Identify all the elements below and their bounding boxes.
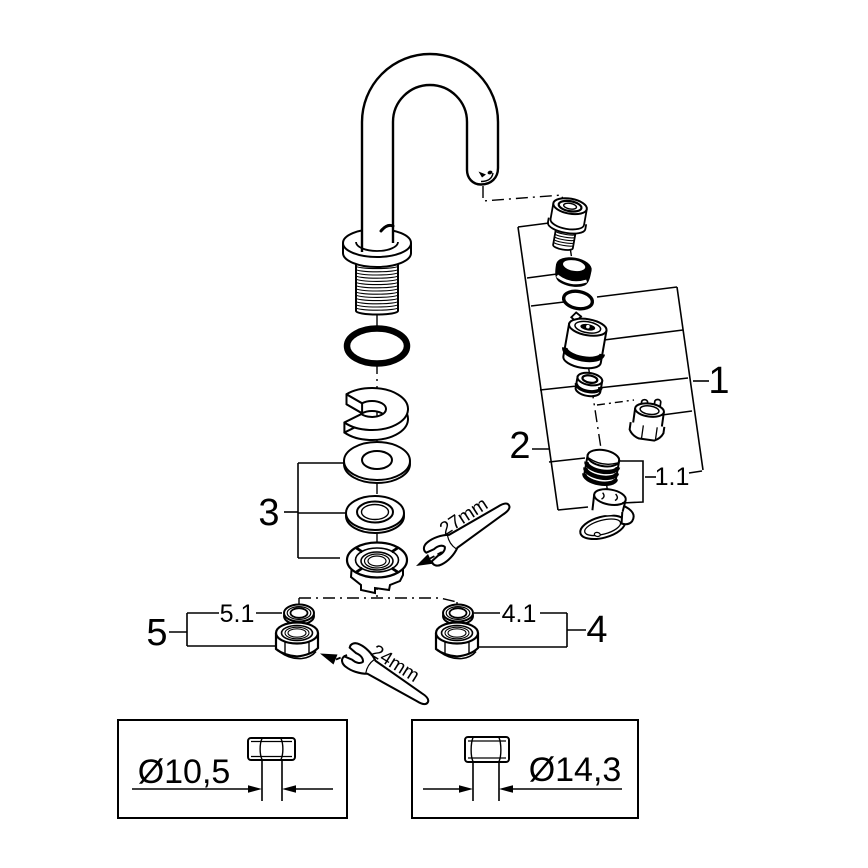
lever-handle xyxy=(579,488,635,541)
slip-washer xyxy=(343,387,409,441)
dome-seal xyxy=(555,257,592,287)
nut-5 xyxy=(274,621,320,660)
wrench-24mm-arrow xyxy=(320,653,338,665)
o-ring-small xyxy=(561,289,595,311)
lock-nut xyxy=(574,371,604,398)
bracket-5 xyxy=(169,612,282,647)
label-3: 3 xyxy=(258,492,279,534)
bracket-3 xyxy=(284,462,346,559)
nut-ribs xyxy=(355,546,399,574)
flange-hole-rim xyxy=(355,241,399,252)
cartridge xyxy=(562,311,608,370)
label-3-group: 3 xyxy=(258,462,346,559)
label-5-1: 5.1 xyxy=(220,600,255,628)
bracket-4 xyxy=(474,612,586,648)
flow-mark xyxy=(478,171,486,178)
washer-5-1 xyxy=(283,603,315,626)
label-1-1: 1.1 xyxy=(655,463,690,491)
label-5: 5 xyxy=(146,612,167,654)
spout xyxy=(342,52,500,316)
spout-thread-stub xyxy=(355,261,399,316)
spout-tube xyxy=(360,52,500,252)
dim-label-right: Ø14,3 xyxy=(529,751,622,789)
dim-box-right: Ø14,3 xyxy=(411,719,639,819)
flow-dot xyxy=(487,170,493,175)
dim-nut-left xyxy=(247,737,296,761)
dim-nut-right xyxy=(464,736,510,763)
label-1: 1 xyxy=(708,360,729,402)
label-4-1: 4.1 xyxy=(502,600,537,628)
spout-outlet xyxy=(480,172,494,183)
adapter-socket xyxy=(628,398,666,442)
label-4: 4 xyxy=(586,609,607,651)
bracket-2 xyxy=(517,222,589,511)
mounting-nut xyxy=(345,541,409,595)
flat-washer xyxy=(343,441,411,484)
aerator xyxy=(546,197,588,251)
dim-line-left xyxy=(132,785,333,793)
threaded-cap xyxy=(582,448,621,486)
rubber-washer xyxy=(345,495,405,534)
wrench-27mm-arrow xyxy=(416,554,433,566)
dim-pipe-left xyxy=(261,760,283,801)
dim-line-right xyxy=(423,785,622,793)
bracket-1-1 xyxy=(618,460,703,504)
o-ring-large xyxy=(343,325,411,367)
dim-label-left: Ø10,5 xyxy=(138,753,231,791)
nut-4 xyxy=(434,621,480,660)
label-2: 2 xyxy=(509,425,530,467)
dim-pipe-right xyxy=(472,762,500,801)
bracket-1 xyxy=(596,286,709,471)
tube-highlight xyxy=(379,223,395,233)
dim-box-left: Ø10,5 xyxy=(117,719,348,819)
